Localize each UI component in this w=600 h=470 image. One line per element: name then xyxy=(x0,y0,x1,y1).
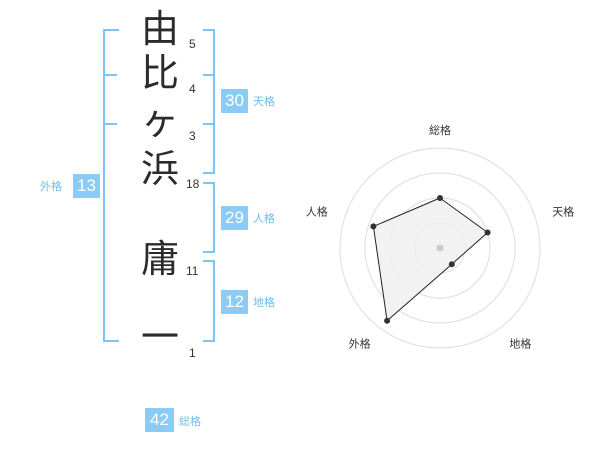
stroke-count-6: 1 xyxy=(189,346,196,360)
chikaku-label: 地格 xyxy=(253,296,275,309)
tenkaku-bracket-tick xyxy=(203,123,213,125)
radar-axis-label-2: 天格 xyxy=(552,205,574,219)
radar-grid-ring xyxy=(364,172,516,324)
gaikaku-label: 外格 xyxy=(40,180,62,193)
stroke-count-3: 3 xyxy=(189,129,196,143)
radar-point-1 xyxy=(437,195,443,201)
name-char-4: 浜 xyxy=(140,147,179,191)
chikaku-value: 12 xyxy=(221,290,248,314)
gaikaku-bracket-tick xyxy=(105,123,117,125)
soukaku-value: 42 xyxy=(145,408,174,432)
radar-axis-label-5: 人格 xyxy=(306,205,328,219)
gaikaku-bracket-tick xyxy=(105,74,117,76)
tenkaku-value: 30 xyxy=(221,89,248,113)
radar-point-2 xyxy=(484,229,491,236)
soukaku-label: 総格 xyxy=(179,415,201,428)
gaikaku-value: 13 xyxy=(73,174,100,198)
tenkaku-label: 天格 xyxy=(253,95,275,108)
stroke-count-4: 18 xyxy=(186,177,200,191)
stroke-count-5: 11 xyxy=(186,264,199,278)
gaikaku-bracket xyxy=(103,29,119,342)
radar-axis-label-3: 地格 xyxy=(509,337,531,351)
radar-center-dot xyxy=(436,244,444,252)
radar-axis-label-4: 外格 xyxy=(349,337,371,351)
name-char-1: 由 xyxy=(140,7,179,51)
radar-axis-label-1: 総格 xyxy=(429,123,451,137)
stroke-count-2: 4 xyxy=(189,82,196,96)
radar-series-area xyxy=(372,197,489,322)
name-char-5: 庸 xyxy=(140,237,179,281)
radar-grid-ring xyxy=(339,147,541,349)
chikaku-bracket xyxy=(203,260,215,342)
tenkaku-bracket xyxy=(203,29,215,174)
radar-point-4 xyxy=(384,317,391,324)
name-char-2: 比 xyxy=(140,51,179,95)
name-char-3: ヶ xyxy=(140,99,179,143)
radar-point-5 xyxy=(370,223,377,230)
radar-point-3 xyxy=(448,261,455,268)
jinkaku-bracket xyxy=(203,182,215,253)
name-char-6: 一 xyxy=(140,315,179,359)
stroke-count-1: 5 xyxy=(189,37,196,51)
jinkaku-value: 29 xyxy=(221,206,248,230)
jinkaku-label: 人格 xyxy=(253,212,275,225)
tenkaku-bracket-tick xyxy=(203,74,213,76)
